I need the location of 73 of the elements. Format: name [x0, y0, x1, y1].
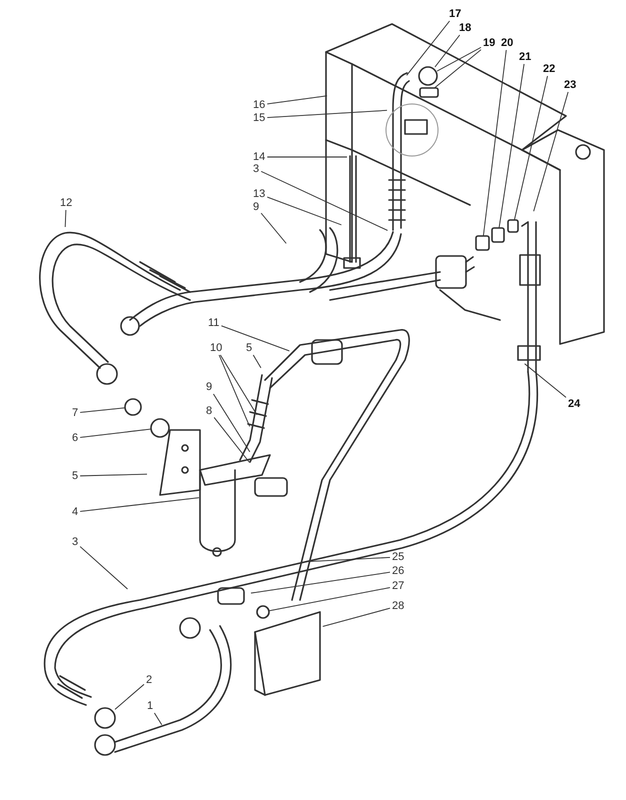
leader-line: [80, 474, 148, 476]
callout-number: 19: [483, 37, 496, 49]
fitting: [475, 235, 490, 251]
leader-line: [80, 497, 200, 512]
leader-line: [266, 156, 348, 158]
callout-number: 3: [72, 536, 78, 548]
leader-line: [260, 170, 388, 231]
callout-number: 18: [459, 22, 472, 34]
fitting: [419, 87, 439, 98]
leader-line: [220, 325, 290, 352]
callout-number: 21: [519, 51, 532, 63]
leader-line: [268, 587, 390, 612]
leader-line: [436, 46, 482, 72]
callout-number: 14: [253, 151, 266, 163]
leader-line: [306, 556, 390, 562]
callout-number: 27: [392, 580, 404, 592]
callout-number: 5: [72, 470, 78, 482]
leader-line: [218, 354, 250, 427]
callout-number: 23: [564, 79, 576, 91]
callout-number: 4: [72, 506, 78, 518]
washer: [256, 605, 270, 619]
leader-line: [514, 76, 548, 220]
leader-line: [252, 354, 262, 368]
leader-line: [80, 546, 128, 590]
leader-line: [434, 49, 482, 88]
callout-number: 9: [253, 201, 260, 213]
leader-line: [114, 684, 144, 710]
callout-number: 22: [543, 63, 556, 75]
leader-line: [498, 64, 524, 228]
leader-line: [260, 212, 287, 244]
leader-line: [266, 110, 388, 118]
washer: [150, 418, 170, 438]
leader-line: [213, 394, 250, 452]
leader-line: [250, 572, 390, 594]
leader-line: [434, 34, 460, 68]
callout-number: 24: [568, 398, 580, 410]
callout-number: 6: [72, 432, 78, 444]
callout-number: 11: [208, 317, 220, 329]
callout-number: 15: [253, 112, 266, 124]
leader-line: [406, 20, 450, 76]
filler-cap: [418, 66, 438, 86]
leader-line: [322, 608, 390, 627]
callout-number: 3: [253, 163, 260, 175]
callout-number: 1: [147, 700, 154, 712]
callout-number: 7: [72, 407, 78, 419]
leader-line: [524, 363, 566, 398]
leader-line: [154, 712, 162, 726]
fitting: [507, 219, 519, 233]
leader-line: [80, 428, 152, 438]
leader-line: [266, 95, 328, 104]
leader-line: [220, 354, 258, 416]
callout-number: 2: [146, 674, 152, 686]
callout-number: 9: [206, 381, 212, 393]
leader-line: [482, 50, 507, 236]
callout-number: 20: [501, 37, 514, 49]
callout-number: 10: [210, 342, 222, 354]
leader-line: [214, 417, 250, 463]
leader-line: [80, 407, 126, 413]
callout-number: 12: [60, 197, 72, 209]
callout-number: 8: [206, 405, 212, 417]
leader-line: [533, 92, 569, 212]
callout-number: 17: [449, 8, 462, 20]
callout-number: 13: [253, 188, 266, 200]
nut: [124, 398, 142, 416]
callout-number: 25: [392, 551, 404, 563]
fitting: [491, 227, 505, 243]
callout-number: 5: [246, 342, 252, 354]
callout-number: 28: [392, 600, 404, 612]
callout-number: 16: [253, 99, 266, 111]
callout-number: 26: [392, 565, 404, 577]
nut: [94, 707, 116, 729]
leader-line: [64, 210, 66, 228]
leader-line: [266, 196, 342, 226]
